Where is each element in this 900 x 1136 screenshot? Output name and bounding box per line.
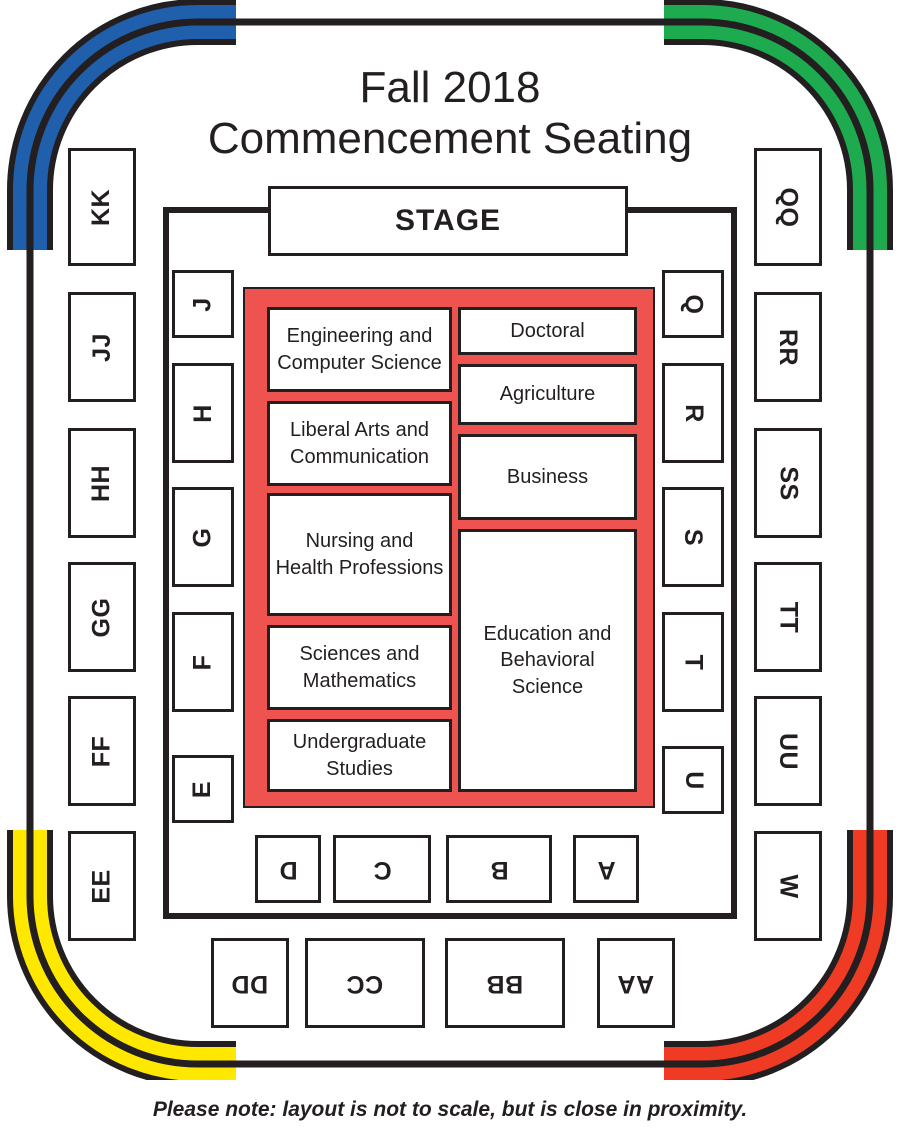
seating-section-rr[interactable]: RR — [754, 292, 822, 402]
section-label: J — [188, 296, 217, 312]
seating-section-b[interactable]: B — [446, 835, 552, 903]
section-label: BB — [486, 969, 524, 998]
college-label: Doctoral — [510, 319, 585, 342]
seating-section-ee[interactable]: EE — [68, 831, 136, 941]
section-label: F — [188, 654, 217, 670]
college-label: Agriculture — [499, 383, 596, 406]
section-label: T — [679, 654, 708, 670]
section-label: KK — [87, 188, 116, 226]
seating-section-q[interactable]: Q — [662, 270, 724, 338]
footer-note: Please note: layout is not to scale, but… — [152, 1098, 748, 1121]
section-label: B — [489, 855, 509, 884]
section-label: JJ — [87, 332, 116, 362]
section-label: D — [278, 855, 298, 884]
seating-section-f[interactable]: F — [172, 612, 234, 712]
seating-section-t[interactable]: T — [662, 612, 724, 712]
seating-section-kk[interactable]: KK — [68, 148, 136, 266]
title-line-2: Commencement Seating — [207, 114, 693, 164]
section-label: S — [679, 528, 708, 546]
seating-section-qq[interactable]: QQ — [754, 148, 822, 266]
section-label: HH — [87, 464, 116, 502]
section-label: CC — [346, 969, 384, 998]
seating-section-w[interactable]: W — [754, 831, 822, 941]
seating-section-bb[interactable]: BB — [445, 938, 565, 1028]
section-label: C — [372, 855, 392, 884]
college-block-doctoral[interactable]: Doctoral — [458, 307, 637, 355]
section-label: RR — [774, 328, 803, 366]
seating-section-tt[interactable]: TT — [754, 562, 822, 672]
seating-section-h[interactable]: H — [172, 363, 234, 463]
seating-section-a[interactable]: A — [573, 835, 639, 903]
section-label: GG — [87, 597, 116, 637]
section-label: QQ — [774, 187, 803, 227]
seating-section-j[interactable]: J — [172, 270, 234, 338]
seating-section-gg[interactable]: GG — [68, 562, 136, 672]
title-line-1: Fall 2018 — [359, 63, 541, 112]
section-label: Q — [679, 294, 708, 314]
section-label: UU — [774, 732, 803, 770]
seating-section-d[interactable]: D — [255, 835, 321, 903]
seating-section-u[interactable]: U — [662, 746, 724, 814]
section-label: TT — [774, 601, 803, 633]
seating-section-hh[interactable]: HH — [68, 428, 136, 538]
section-label: E — [188, 780, 217, 798]
section-label: A — [596, 855, 616, 884]
seating-section-r[interactable]: R — [662, 363, 724, 463]
seating-section-c[interactable]: C — [333, 835, 431, 903]
section-label: SS — [774, 465, 803, 501]
seating-section-ff[interactable]: FF — [68, 696, 136, 806]
seating-section-aa[interactable]: AA — [597, 938, 675, 1028]
seating-section-jj[interactable]: JJ — [68, 292, 136, 402]
college-label: Business — [506, 465, 589, 488]
stage-block: STAGE — [268, 186, 628, 256]
section-label: DD — [231, 969, 269, 998]
section-label: AA — [617, 969, 655, 998]
seating-section-cc[interactable]: CC — [305, 938, 425, 1028]
seating-section-s[interactable]: S — [662, 487, 724, 587]
college-block-business[interactable]: Business — [458, 434, 637, 520]
section-label: R — [679, 403, 708, 423]
seating-section-g[interactable]: G — [172, 487, 234, 587]
section-label: G — [188, 527, 217, 547]
seating-section-dd[interactable]: DD — [211, 938, 289, 1028]
section-label: U — [679, 770, 708, 790]
section-label: H — [188, 403, 217, 423]
section-label: W — [774, 873, 803, 899]
section-label: EE — [87, 868, 116, 904]
section-label: FF — [87, 735, 116, 767]
seating-section-uu[interactable]: UU — [754, 696, 822, 806]
seating-section-ss[interactable]: SS — [754, 428, 822, 538]
page-title: Fall 2018 Commencement Seating — [130, 62, 770, 164]
stage-label: STAGE — [394, 204, 502, 237]
seating-section-e[interactable]: E — [172, 755, 234, 823]
college-block-agriculture[interactable]: Agriculture — [458, 364, 637, 425]
